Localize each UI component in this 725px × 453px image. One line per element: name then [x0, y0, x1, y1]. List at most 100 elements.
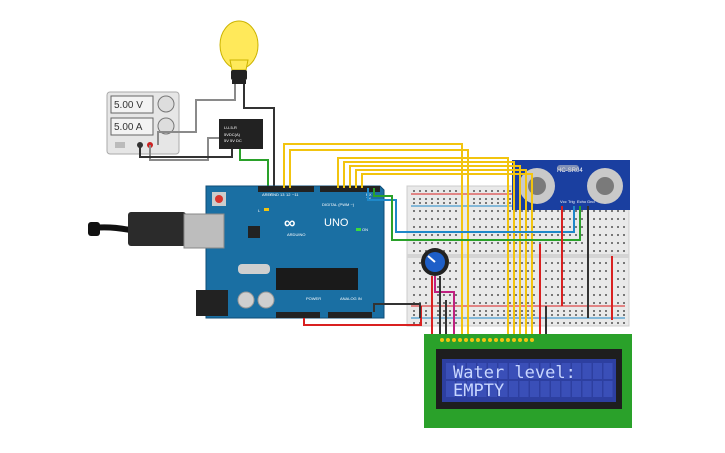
voltage-readout: 5.00 V — [114, 100, 143, 111]
potentiometer[interactable] — [421, 248, 449, 276]
breadboard-hole — [605, 310, 607, 312]
breadboard-hole — [419, 202, 421, 204]
arduino-uno[interactable]: AREF GND 13 12 ~11 DIGITAL (PWM ~) TX RX… — [183, 185, 385, 319]
breadboard-hole — [527, 302, 529, 304]
breadboard-hole — [617, 242, 619, 244]
breadboard-hole — [473, 322, 475, 324]
breadboard-hole — [455, 202, 457, 204]
breadboard-hole — [557, 302, 559, 304]
breadboard-hole — [593, 226, 595, 228]
breadboard-hole — [611, 210, 613, 212]
breadboard-hole — [491, 314, 493, 316]
breadboard-hole — [419, 270, 421, 272]
breadboard-hole — [605, 250, 607, 252]
breadboard-hole — [485, 226, 487, 228]
power-jack — [196, 290, 228, 316]
breadboard-hole — [545, 262, 547, 264]
breadboard-hole — [533, 242, 535, 244]
breadboard-hole — [449, 210, 451, 212]
light-bulb[interactable] — [219, 20, 259, 84]
power-supply[interactable]: 5.00 V 5.00 A — [106, 91, 180, 155]
lcd-pin — [476, 338, 480, 342]
l-label: L — [258, 208, 261, 213]
breadboard-hole — [617, 250, 619, 252]
breadboard-hole — [593, 302, 595, 304]
breadboard-hole — [443, 234, 445, 236]
breadboard-hole — [527, 262, 529, 264]
breadboard-hole — [551, 286, 553, 288]
breadboard-hole — [521, 226, 523, 228]
lcd-character-cell — [498, 363, 508, 379]
breadboard-hole — [443, 286, 445, 288]
lcd-character-cell — [467, 381, 476, 397]
breadboard-hole — [479, 234, 481, 236]
breadboard-hole — [455, 286, 457, 288]
breadboard-hole — [509, 322, 511, 324]
lcd-pin — [506, 338, 510, 342]
power-label: POWER — [306, 296, 321, 301]
breadboard-hole — [503, 262, 505, 264]
current-knob[interactable] — [157, 117, 175, 135]
lcd-character-cell — [540, 363, 550, 379]
breadboard-hole — [425, 190, 427, 192]
breadboard-hole — [527, 286, 529, 288]
breadboard-hole — [593, 234, 595, 236]
breadboard-hole — [533, 294, 535, 296]
breadboard-hole — [479, 190, 481, 192]
relay[interactable]: LU-5-R 5VDC(A) 5V 5V DC — [219, 119, 263, 149]
breadboard-hole — [623, 270, 625, 272]
breadboard-hole — [509, 242, 511, 244]
breadboard-hole — [509, 190, 511, 192]
breadboard-hole — [491, 310, 493, 312]
breadboard-hole — [527, 270, 529, 272]
breadboard-hole — [563, 314, 565, 316]
breadboard-hole — [509, 278, 511, 280]
breadboard-hole — [449, 322, 451, 324]
signal-wires — [283, 143, 613, 336]
breadboard-hole — [413, 314, 415, 316]
breadboard-hole — [617, 226, 619, 228]
breadboard-hole — [443, 310, 445, 312]
breadboard-hole — [437, 278, 439, 280]
breadboard-hole — [485, 202, 487, 204]
breadboard-hole — [617, 270, 619, 272]
breadboard-hole — [521, 302, 523, 304]
breadboard-hole — [479, 218, 481, 220]
ultrasonic-sensor[interactable]: HC-SR04 Vcc Trig Echo Gnd — [512, 160, 630, 210]
breadboard-hole — [473, 302, 475, 304]
breadboard-hole — [581, 286, 583, 288]
breadboard-hole — [473, 262, 475, 264]
breadboard-hole — [515, 322, 517, 324]
breadboard-hole — [545, 242, 547, 244]
breadboard-hole — [575, 234, 577, 236]
sensor-pin-trig: Trig — [568, 199, 575, 204]
digital-header-1 — [258, 186, 314, 192]
breadboard-hole — [449, 314, 451, 316]
breadboard-hole — [449, 270, 451, 272]
digital-label: DIGITAL (PWM ~) — [322, 202, 355, 207]
pin-13-label: 13 — [280, 192, 285, 197]
breadboard-hole — [443, 198, 445, 200]
breadboard-hole — [431, 226, 433, 228]
breadboard-hole — [437, 218, 439, 220]
breadboard-hole — [623, 242, 625, 244]
breadboard-hole — [593, 314, 595, 316]
breadboard-hole — [623, 278, 625, 280]
breadboard-hole — [509, 202, 511, 204]
breadboard-hole — [557, 270, 559, 272]
breadboard-hole — [599, 322, 601, 324]
breadboard-hole — [569, 250, 571, 252]
lcd-character-cell — [488, 363, 497, 379]
lcd-character-cell — [488, 381, 497, 397]
lcd-module[interactable]: Water level: EMPTY — [424, 334, 632, 428]
breadboard-hole — [491, 302, 493, 304]
breadboard-hole — [617, 262, 619, 264]
breadboard-hole — [455, 198, 457, 200]
breadboard-hole — [503, 198, 505, 200]
breadboard-hole — [515, 210, 517, 212]
voltage-knob[interactable] — [157, 95, 175, 113]
breadboard-hole — [509, 262, 511, 264]
breadboard-hole — [455, 294, 457, 296]
breadboard-hole — [545, 234, 547, 236]
